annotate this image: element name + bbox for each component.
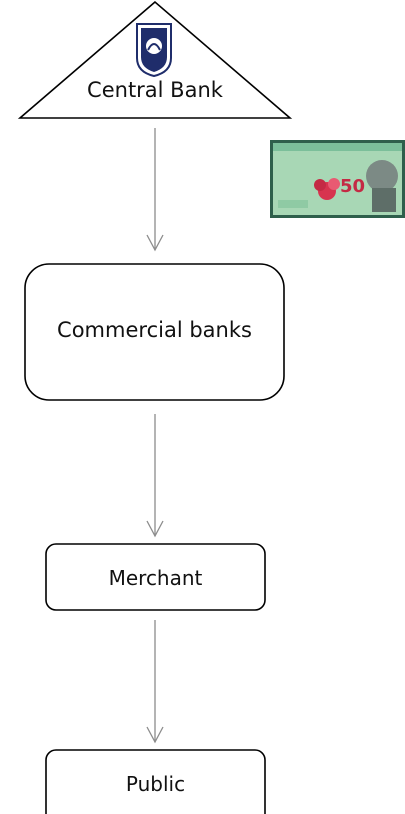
arrow-central-to-commercial	[146, 128, 164, 252]
merchant-box	[45, 543, 266, 611]
banknote-value: 50	[340, 176, 366, 197]
banknote-icon	[270, 140, 405, 218]
central-bank-label: Central Bank	[87, 78, 223, 102]
commercial-banks-label: Commercial banks	[57, 318, 252, 342]
arrow-merchant-to-public	[146, 620, 164, 744]
shield-emblem-icon	[136, 23, 172, 78]
arrow-commercial-to-merchant	[146, 414, 164, 538]
commercial-banks-box	[24, 263, 285, 401]
merchant-label: Merchant	[108, 566, 203, 590]
public-box	[45, 749, 266, 814]
public-label: Public	[125, 772, 186, 796]
